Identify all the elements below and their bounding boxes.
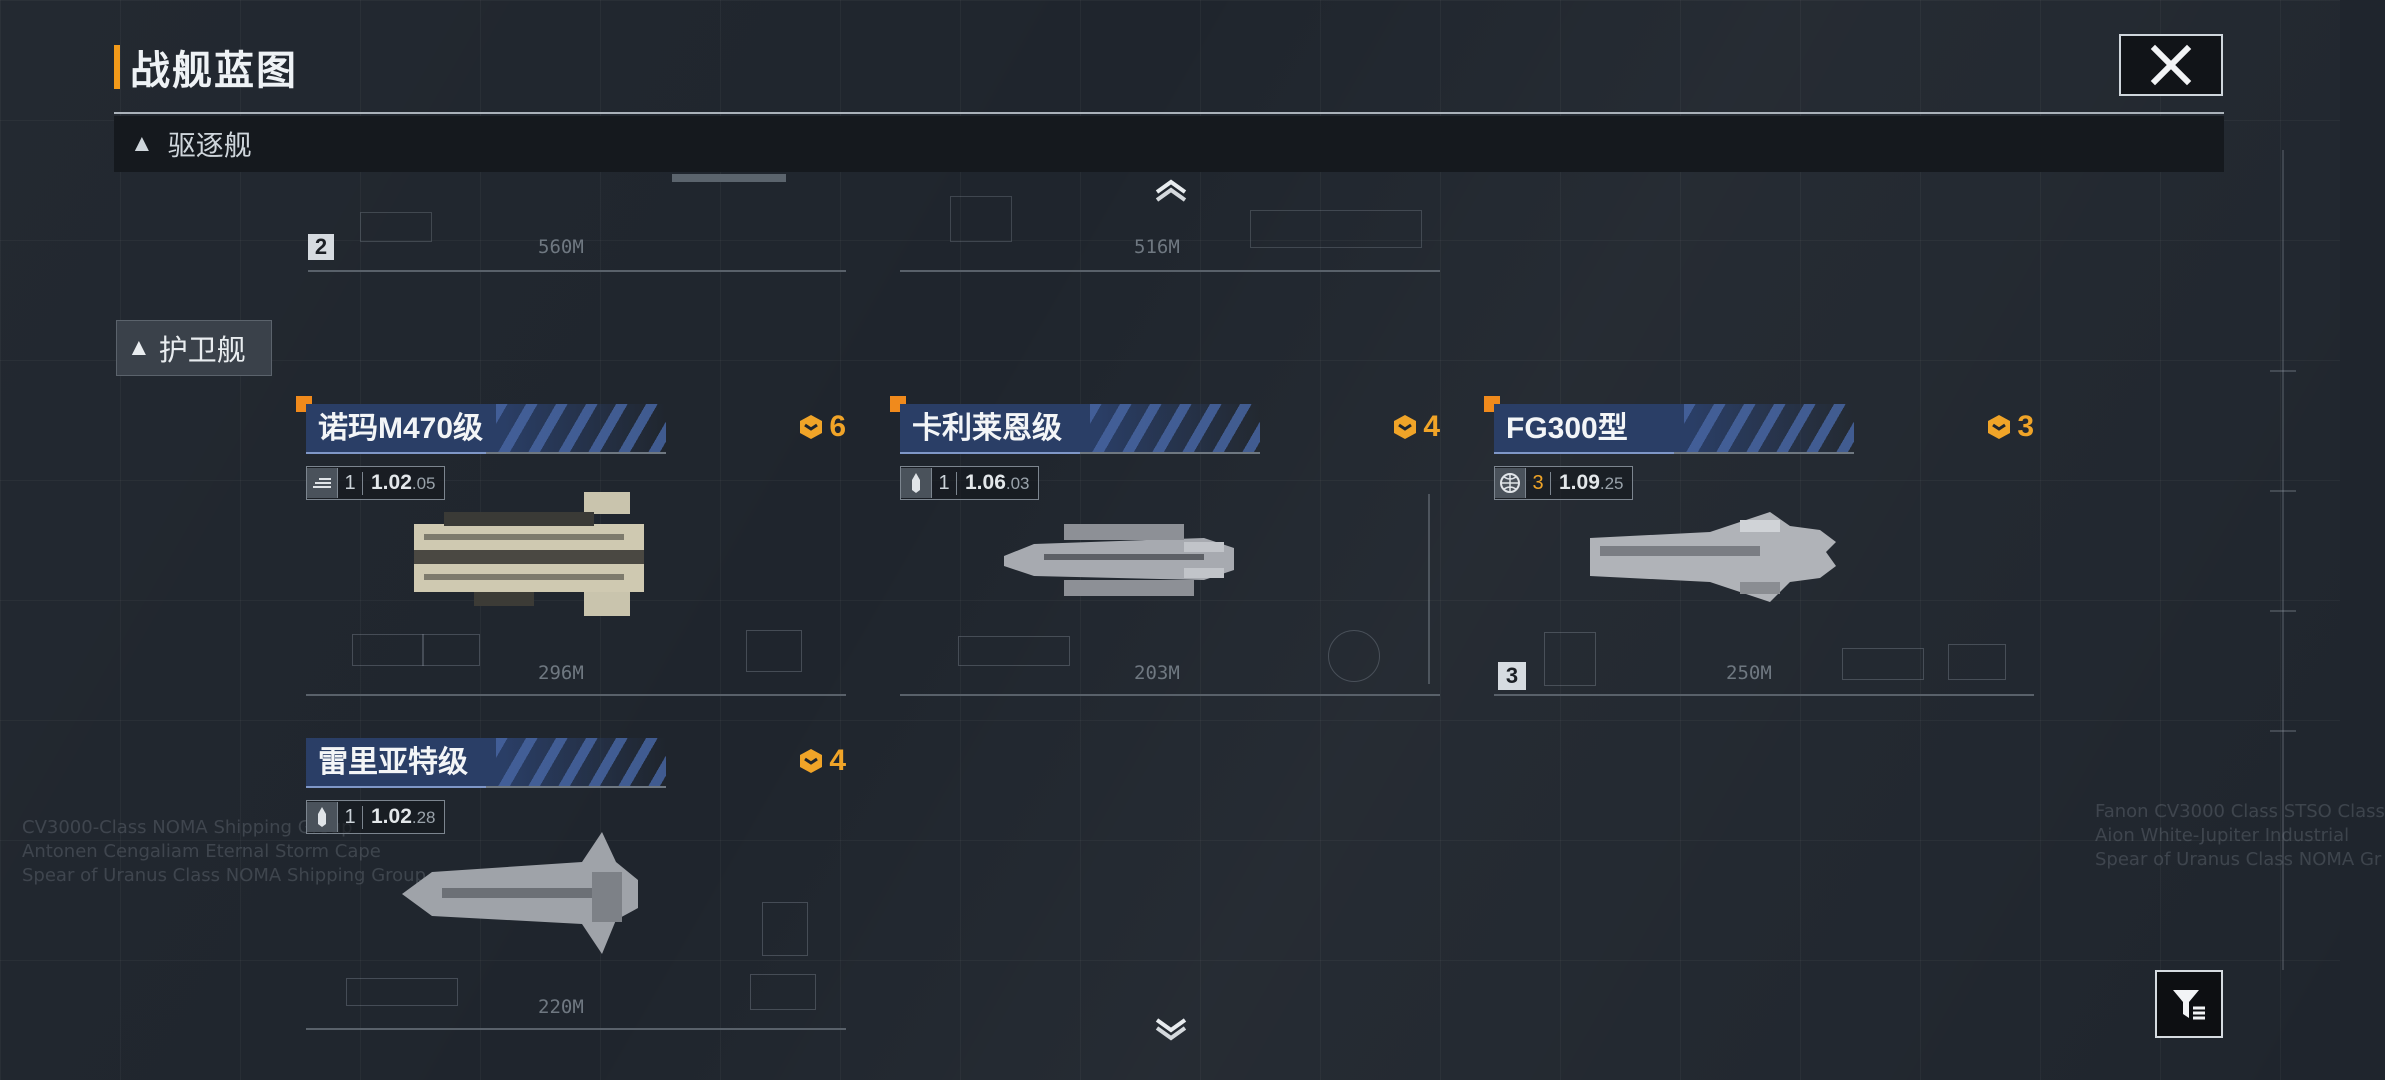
baseline [900,270,1440,272]
baseline [306,1028,846,1030]
schematic [352,634,424,666]
baseline [1494,694,2034,696]
rail-tick [2270,490,2296,492]
section-header-frigate[interactable]: ▲ 护卫舰 [116,320,272,376]
triangle-icon: ▲ [130,130,154,157]
scale-label: 220M [538,996,584,1018]
schematic [1842,648,1924,680]
schematic-fragment [950,196,1012,242]
ship-version: 1.09.25 [1559,471,1624,494]
ship-tier: 1 [338,471,363,495]
triangle-icon: ▲ [127,334,151,361]
ship-stats: 1 1.02.28 [306,800,445,834]
leader-line [1080,452,1260,454]
ship-tier: 1 [338,805,363,829]
leader-line [1674,452,1854,454]
ship-tier: 3 [1526,471,1551,495]
cost-badge: 4 [1391,410,1440,444]
scroll-down-icon[interactable] [1153,1016,1189,1041]
scroll-up-icon[interactable] [1153,178,1189,202]
ship-stats: 1 1.02.05 [306,466,445,500]
globe-icon [1495,468,1526,498]
section-header-destroyer[interactable]: ▲ 驱逐舰 [114,116,2224,172]
ship-image-fg300 [1590,512,1836,602]
section-label-frigate: 护卫舰 [158,335,246,367]
scale-label: 203M [1134,662,1180,684]
page-title: 战舰蓝图 [130,49,298,93]
schematic [762,902,808,956]
right-rail [2282,150,2284,970]
ship-card[interactable]: FG300型 3 3 1.09.25 3 250M [1484,396,2034,704]
cost-value: 4 [1423,410,1440,443]
ship-stats: 3 1.09.25 [1494,466,1633,500]
schematic [746,630,802,672]
ship-image-noma-m470 [414,492,644,616]
ship-name-bar [306,738,666,788]
rail-tick [2270,730,2296,732]
speed-icon [307,468,338,498]
ship-card[interactable]: 卡利莱恩级 4 1 1.06.03 203M [890,396,1440,704]
rail-tick [2270,370,2296,372]
baseline [308,270,846,272]
ship-fragment [672,174,786,182]
ship-name-bar [1494,404,1854,454]
ship-version: 1.02.28 [371,805,436,828]
ship-name: 诺玛M470级 [318,412,484,445]
command-point-icon [1394,415,1417,439]
ship-image-reliant [402,832,638,954]
header-divider [114,112,2224,114]
ship-card[interactable]: 诺玛M470级 6 1 1.02.05 296M [296,396,846,704]
cost-value: 3 [2017,410,2034,443]
missile-icon [901,468,932,498]
ship-tier: 1 [932,471,957,495]
schematic [422,634,480,666]
schematic [346,978,458,1006]
command-point-icon [800,415,823,439]
cost-badge: 4 [797,744,846,778]
ship-name-bar [900,404,1260,454]
rail-tick [2270,610,2296,612]
missile-icon [307,802,338,832]
ship-name: 雷里亚特级 [318,746,468,779]
schematic-fragment [360,212,432,242]
baseline [306,694,846,696]
baseline [900,694,1440,696]
page-header: 战舰蓝图 [114,38,298,96]
ship-name: 卡利莱恩级 [912,412,1062,445]
leader-line [486,452,666,454]
scale-label: 296M [538,662,584,684]
cost-badge: 3 [1985,410,2034,444]
background-watermark-right: Fanon CV3000 Class STSO Class Aion White… [2095,801,2385,870]
scale-label: 516M [1134,236,1180,258]
ship-card[interactable]: 雷里亚特级 4 1 1.02.28 220M [306,738,846,1038]
schematic [958,636,1070,666]
filter-button[interactable] [2155,970,2223,1038]
schematic [1544,632,1596,686]
cost-value: 4 [829,744,846,777]
command-point-icon [800,749,823,773]
close-button[interactable] [2119,34,2223,96]
section-label-destroyer: 驱逐舰 [167,130,252,161]
scale-label: 560M [538,236,584,258]
scale-label: 250M [1726,662,1772,684]
schematic [750,974,816,1010]
leader-line [486,786,666,788]
cost-value: 6 [829,410,846,443]
schematic [1948,644,2006,680]
ship-name: FG300型 [1506,412,1628,445]
schematic-fragment [1250,210,1422,248]
command-point-icon [1988,415,2011,439]
schematic [1328,630,1380,682]
cost-badge: 6 [797,410,846,444]
tier-badge: 2 [308,234,334,260]
ship-version: 1.02.05 [371,471,436,494]
close-icon [2150,44,2192,86]
title-accent-bar [114,45,120,89]
tier-badge: 3 [1498,662,1526,690]
ship-stats: 1 1.06.03 [900,466,1039,500]
ship-version: 1.06.03 [965,471,1030,494]
ship-image-karleon [1004,524,1234,596]
schematic [1428,494,1430,684]
filter-icon [2173,990,2205,1020]
